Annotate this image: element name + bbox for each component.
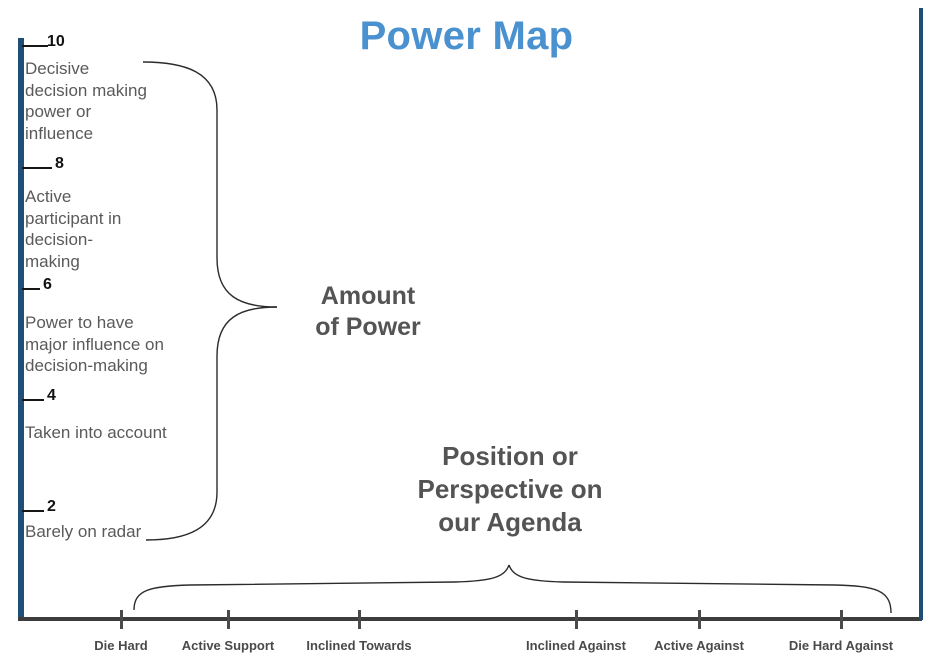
y-level-description-10: Decisive decision making power or influe…	[25, 59, 147, 143]
x-tick-label-inclined-towards: Inclined Towards	[306, 638, 412, 653]
x-tick-label-die-hard: Die Hard	[94, 638, 148, 653]
page-title: Power Map	[359, 14, 574, 58]
y-level-description-2: Barely on radar	[25, 522, 142, 541]
y-tick-6	[22, 288, 40, 290]
y-tick-label-10: 10	[47, 33, 65, 50]
vertical-brace-icon	[142, 61, 278, 308]
amount-of-power-label: Amount of Power	[315, 282, 421, 341]
y-axis-line	[18, 38, 24, 621]
horizontal-brace-right-icon	[508, 564, 892, 614]
x-axis-line	[18, 617, 922, 621]
x-tick-label-active-against: Active Against	[654, 638, 744, 653]
y-level-description-4: Taken into account	[25, 423, 167, 442]
x-tick-label-inclined-against: Inclined Against	[526, 638, 626, 653]
y-tick-8	[22, 167, 52, 169]
y-level-description-8: Active participant in decision- making	[25, 187, 122, 271]
x-tick-die-hard-against	[840, 610, 843, 629]
y-tick-label-8: 8	[55, 155, 64, 172]
y-tick-2	[22, 510, 44, 512]
y-level-description-6: Power to have major influence on decisio…	[25, 313, 164, 375]
y-tick-10	[22, 45, 48, 47]
x-tick-active-support	[227, 610, 230, 629]
x-tick-active-against	[698, 610, 701, 629]
x-tick-label-active-support: Active Support	[181, 638, 275, 653]
x-tick-label-die-hard-against: Die Hard Against	[788, 638, 894, 653]
right-border-line	[919, 8, 923, 620]
position-or-perspective-label: Position or Perspective on our Agenda	[417, 441, 603, 537]
y-tick-label-2: 2	[47, 498, 56, 515]
x-tick-inclined-against	[575, 610, 578, 629]
horizontal-brace-left-icon	[133, 564, 510, 611]
x-tick-die-hard	[120, 610, 123, 629]
y-tick-label-6: 6	[43, 276, 52, 293]
x-tick-inclined-towards	[358, 610, 361, 629]
y-tick-4	[22, 399, 44, 401]
y-tick-label-4: 4	[47, 387, 56, 404]
